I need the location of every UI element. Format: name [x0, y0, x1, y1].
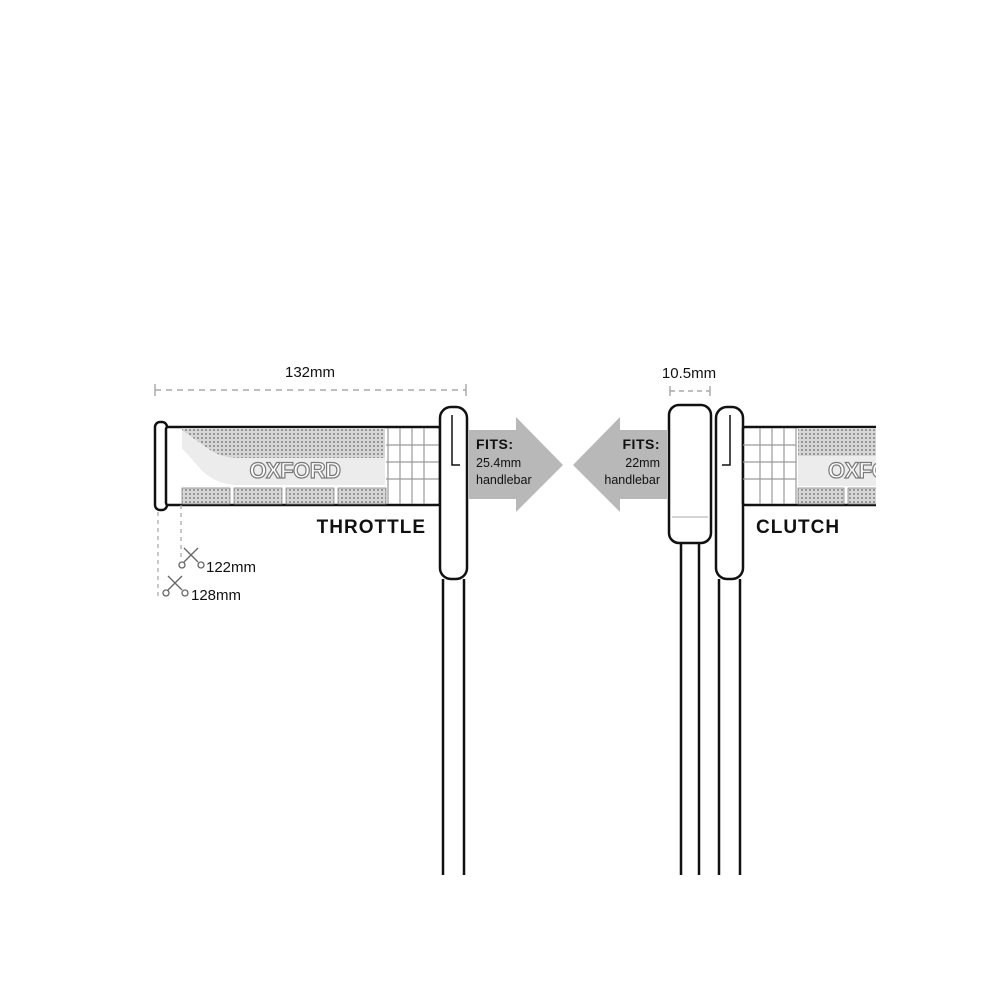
- clutch-fits-size: 22mm: [625, 456, 660, 470]
- scissors-icon: [162, 575, 189, 597]
- cut-122-label: 122mm: [206, 559, 256, 576]
- throttle-fits-arrow: FITS: 25.4mm handlebar: [469, 417, 563, 512]
- clutch-fits-title: FITS:: [623, 436, 661, 452]
- cut-128-label: 128mm: [191, 587, 241, 604]
- throttle-label: THROTTLE: [317, 517, 426, 538]
- grip-bottom-pads: [181, 487, 387, 505]
- clutch-fits-type: handlebar: [604, 473, 660, 487]
- clutch-grip-body: OXFORD: [741, 425, 919, 507]
- throttle-fits-title: FITS:: [476, 436, 514, 452]
- clutch-label: CLUTCH: [756, 517, 840, 538]
- grip-flange-grid: [386, 428, 440, 504]
- oxford-logo: OXFORD: [249, 458, 340, 483]
- scissors-icon: [178, 547, 205, 569]
- width-dimension: [669, 386, 711, 396]
- oxford-logo: OXFORD: [828, 458, 919, 483]
- clutch-bar-end: [667, 403, 713, 545]
- throttle-fits-size: 25.4mm: [476, 456, 521, 470]
- throttle-grip-group: 132mm OXFORD: [153, 364, 469, 875]
- clutch-fits-arrow: FITS: 22mm handlebar: [573, 417, 667, 512]
- length-dimension: [154, 384, 467, 396]
- length-label: 132mm: [285, 364, 335, 381]
- throttle-lever-body: [438, 405, 469, 581]
- width-label: 10.5mm: [662, 365, 716, 382]
- clutch-grip-group: 10.5mm OXFORD: [662, 365, 919, 875]
- throttle-fits-type: handlebar: [476, 473, 532, 487]
